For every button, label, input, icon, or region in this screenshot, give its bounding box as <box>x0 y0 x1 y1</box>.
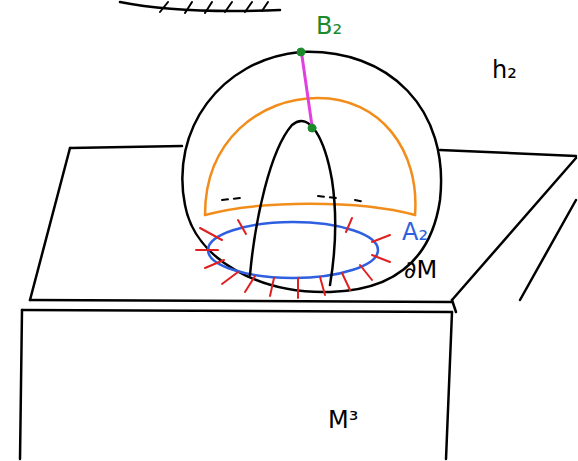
magenta-arc <box>302 56 312 126</box>
slab-edge <box>70 146 182 148</box>
hidden-edge <box>222 196 365 202</box>
slab-edge <box>446 312 452 459</box>
slab-edge <box>452 158 576 300</box>
point-label: B₂ <box>316 14 342 38</box>
green-point <box>308 124 316 132</box>
handle-outline <box>182 52 441 292</box>
green-point <box>297 48 305 56</box>
manifold-label: M³ <box>328 408 358 432</box>
slab-edge <box>440 150 576 156</box>
hatching <box>160 2 268 13</box>
boundary-label: ∂M <box>404 258 437 282</box>
inner-handle <box>250 121 335 285</box>
blue-curve <box>208 222 378 278</box>
slab-edge <box>520 200 576 300</box>
red-ticks <box>196 218 390 298</box>
handle-label: h₂ <box>492 58 517 82</box>
slab-edge <box>30 148 70 300</box>
partial-shape <box>120 2 280 11</box>
slab-edge <box>22 310 452 312</box>
slab-edge <box>20 310 22 459</box>
orange-arc <box>205 204 415 215</box>
slab-edge <box>30 300 452 302</box>
slab-edge <box>452 300 456 312</box>
curve-label: A₂ <box>402 220 428 244</box>
